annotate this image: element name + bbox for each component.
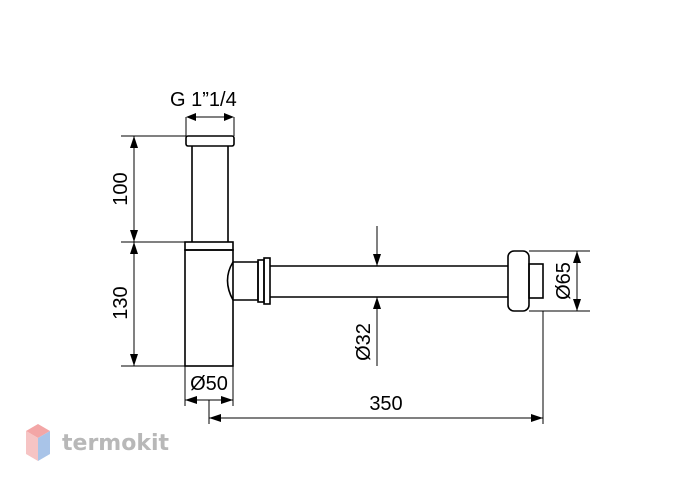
siphon-outline [184, 135, 544, 367]
height-upper-label: 100 [110, 172, 132, 205]
body-diameter-label: Ø50 [190, 373, 228, 395]
flange-diameter-label: Ø65 [553, 262, 575, 300]
watermark-brand: termokit [62, 431, 169, 456]
thread-label: G 1”1/4 [170, 89, 237, 111]
length-label: 350 [369, 393, 402, 415]
height-lower-label: 130 [110, 286, 132, 319]
dimension-lines [121, 113, 590, 424]
pipe-diameter-label: Ø32 [353, 323, 375, 361]
termokit-logo-icon [26, 424, 50, 461]
